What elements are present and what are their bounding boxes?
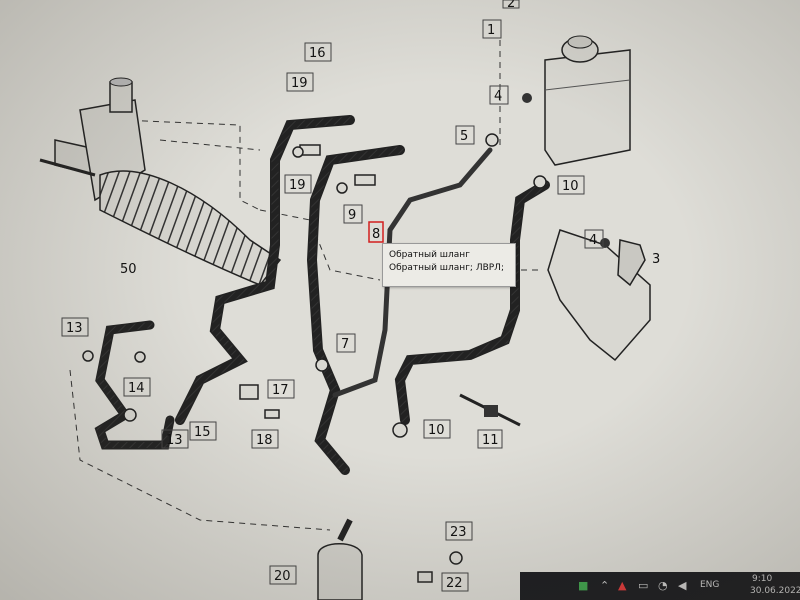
steering-rack [39, 77, 282, 286]
svg-text:1: 1 [487, 23, 495, 38]
wifi-icon[interactable]: ◔ [658, 579, 668, 592]
svg-text:10: 10 [562, 179, 579, 194]
tray-green-icon[interactable]: ■ [578, 579, 589, 592]
callout-16[interactable]: 16 [304, 42, 332, 62]
hose-lines [94, 115, 550, 475]
chevron-up-icon[interactable]: ⌃ [600, 579, 610, 592]
fittings [82, 133, 547, 583]
callout-4b[interactable]: 4 [584, 229, 604, 249]
tooltip-title: Обратный шланг [389, 250, 470, 260]
svg-text:22: 22 [446, 576, 463, 591]
callout-1[interactable]: 1 [482, 19, 502, 39]
svg-text:14: 14 [128, 381, 145, 396]
tooltip-detail: Обратный шланг; ЛВРЛ; [389, 263, 504, 273]
svg-text:19: 19 [289, 178, 306, 193]
svg-text:15: 15 [194, 425, 211, 440]
battery-icon[interactable]: ▭ [638, 579, 649, 592]
system-taskbar: ■ ⌃ ▲ ▭ ◔ ◀ ENG 9:10 30.06.2022 [520, 572, 800, 600]
svg-text:50: 50 [120, 262, 137, 277]
callout-4a[interactable]: 4 [489, 85, 509, 105]
svg-text:17: 17 [272, 383, 289, 398]
svg-text:9: 9 [348, 208, 356, 223]
callout-20[interactable]: 20 [269, 565, 297, 585]
svg-text:20: 20 [274, 569, 291, 584]
cable-tie [459, 393, 521, 427]
callouts: 1 2 3 4 4 5 7 8 9 10 10 10 11 13 13 14 1… [61, 0, 660, 592]
callout-8[interactable]: 8 [368, 221, 384, 243]
callout-2[interactable]: 2 [502, 0, 520, 11]
callout-7[interactable]: 7 [336, 333, 356, 353]
callout-19a[interactable]: 19 [286, 72, 314, 92]
callout-13a[interactable]: 13 [61, 317, 89, 337]
svg-text:2: 2 [507, 0, 515, 11]
volume-icon[interactable]: ◀ [678, 579, 687, 592]
svg-text:4: 4 [494, 89, 502, 104]
warning-icon[interactable]: ▲ [618, 579, 627, 592]
callout-13b[interactable]: 13 [161, 429, 189, 449]
callout-15[interactable]: 15 [189, 421, 217, 441]
svg-text:13: 13 [66, 321, 83, 336]
svg-text:7: 7 [341, 337, 349, 352]
clock-time[interactable]: 9:10 [752, 574, 773, 584]
callout-17[interactable]: 17 [267, 379, 295, 399]
pump-assembly [317, 518, 363, 600]
callout-10a[interactable]: 10 [557, 175, 585, 195]
callout-10b[interactable]: 10 [423, 419, 451, 439]
clock-date[interactable]: 30.06.2022 [750, 586, 800, 596]
callout-23[interactable]: 23 [445, 521, 473, 541]
callout-14[interactable]: 14 [123, 377, 151, 397]
callout-3[interactable]: 3 [652, 252, 660, 267]
callout-5[interactable]: 5 [455, 125, 475, 145]
callout-22[interactable]: 22 [441, 572, 469, 592]
svg-text:13: 13 [166, 433, 183, 448]
callout-9[interactable]: 9 [343, 204, 363, 224]
svg-text:5: 5 [460, 129, 468, 144]
svg-text:3: 3 [652, 252, 660, 267]
svg-text:10: 10 [428, 423, 445, 438]
svg-text:18: 18 [256, 433, 273, 448]
language-indicator[interactable]: ENG [700, 580, 720, 590]
svg-text:19: 19 [291, 76, 308, 91]
reservoir-bracket [522, 93, 651, 362]
callout-18[interactable]: 18 [251, 429, 279, 449]
callout-50[interactable]: 50 [120, 262, 137, 277]
svg-text:16: 16 [309, 46, 326, 61]
part-tooltip: Обратный шланг Обратный шланг; ЛВРЛ; [382, 243, 516, 287]
callout-19b[interactable]: 19 [284, 174, 312, 194]
svg-text:11: 11 [482, 433, 499, 448]
svg-text:23: 23 [450, 525, 467, 540]
svg-text:4: 4 [589, 233, 597, 248]
fluid-reservoir [544, 35, 631, 166]
svg-text:8: 8 [372, 227, 380, 242]
callout-11[interactable]: 11 [477, 429, 503, 449]
